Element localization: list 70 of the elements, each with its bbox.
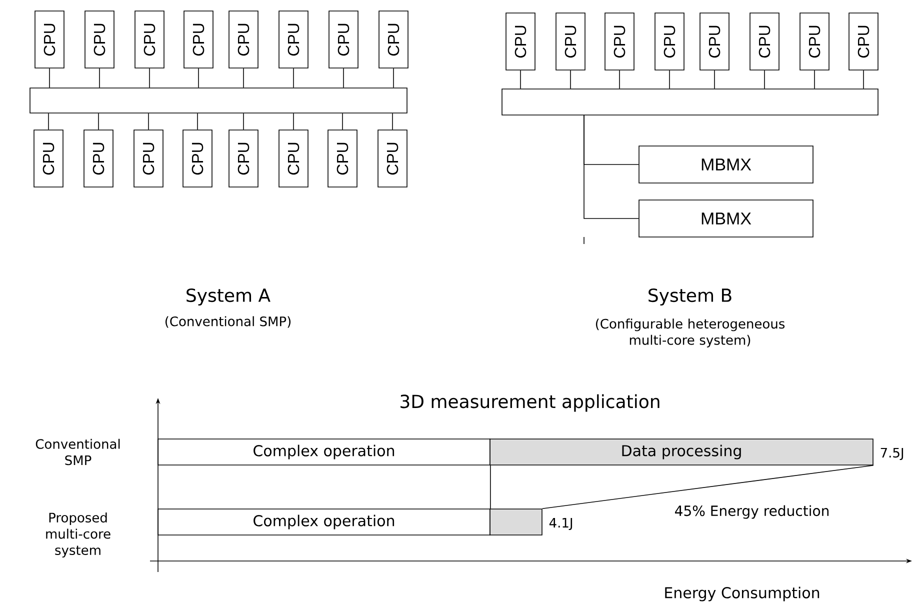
cpu-box: CPU	[848, 12, 878, 70]
connector-line	[863, 70, 864, 89]
connector-line	[149, 68, 150, 88]
axis-category: Proposed multi-core system	[46, 512, 110, 558]
annotation-text: 45% Energy reduction	[675, 505, 829, 519]
chart-title: 3D measurement application	[400, 394, 660, 412]
energy-bar	[490, 508, 542, 536]
cpu-box: CPU	[34, 10, 64, 68]
connector-line	[392, 113, 393, 130]
bus-bar	[502, 88, 878, 116]
connector-line	[342, 113, 343, 130]
connector-line	[197, 113, 198, 130]
cpu-box: CPU	[506, 12, 536, 70]
system-subtitle: (Configurable heterogeneous multi-core system)	[596, 318, 785, 348]
cpu-box: CPU	[556, 12, 586, 70]
value-label: 4.1J	[549, 518, 572, 530]
cpu-box: CPU	[604, 12, 634, 70]
connector-line	[520, 70, 521, 89]
connector-line	[293, 113, 294, 130]
connector-line	[814, 70, 815, 89]
cpu-box: CPU	[328, 10, 358, 68]
connector-line	[490, 465, 491, 509]
connector-line	[570, 70, 571, 89]
connector-line	[48, 113, 49, 130]
cpu-box: CPU	[278, 10, 308, 68]
connector-line	[98, 113, 99, 130]
cpu-box: CPU	[378, 130, 408, 188]
system-title: System B	[648, 288, 732, 306]
connector-line	[198, 68, 199, 88]
connector-line	[714, 70, 715, 89]
connector-line	[542, 465, 874, 509]
value-label: 7.5J	[880, 448, 904, 460]
cpu-box: CPU	[750, 12, 780, 70]
cpu-box: CPU	[134, 10, 164, 68]
cpu-box: CPU	[654, 12, 684, 70]
cpu-box: CPU	[378, 10, 408, 68]
cpu-box: CPU	[228, 10, 258, 68]
connector-line	[393, 68, 394, 88]
system-subtitle: (Conventional SMP)	[165, 316, 291, 328]
connector-line	[99, 68, 100, 88]
cpu-box: CPU	[328, 130, 358, 188]
energy-bar: Data processing	[490, 438, 874, 466]
cpu-box: CPU	[34, 130, 64, 188]
cpu-box: CPU	[700, 12, 730, 70]
cpu-box: CPU	[228, 130, 258, 188]
connector-line	[243, 113, 244, 130]
axis-category: Conventional SMP	[36, 438, 120, 466]
cpu-box: CPU	[184, 10, 214, 68]
module-box: MBMX	[638, 146, 814, 184]
connector-line	[669, 70, 670, 89]
energy-bar: Complex operation	[158, 508, 490, 536]
cpu-box: CPU	[134, 130, 164, 188]
energy-bar: Complex operation	[158, 438, 490, 466]
connector-line	[293, 68, 294, 88]
cpu-box: CPU	[800, 12, 830, 70]
bus-bar	[30, 88, 408, 114]
connector-line	[243, 68, 244, 88]
cpu-box: CPU	[84, 130, 114, 188]
axis-title: Energy Consumption	[665, 586, 820, 602]
connector-line	[584, 114, 639, 219]
connector-line	[764, 70, 765, 89]
module-box: MBMX	[638, 200, 814, 238]
connector-line	[343, 68, 344, 88]
cpu-box: CPU	[84, 10, 114, 68]
connector-line	[148, 113, 149, 130]
cpu-box: CPU	[278, 130, 308, 188]
system-title: System A	[186, 288, 270, 306]
connector-line	[49, 68, 50, 88]
connector-line	[619, 70, 620, 89]
cpu-box: CPU	[182, 130, 212, 188]
